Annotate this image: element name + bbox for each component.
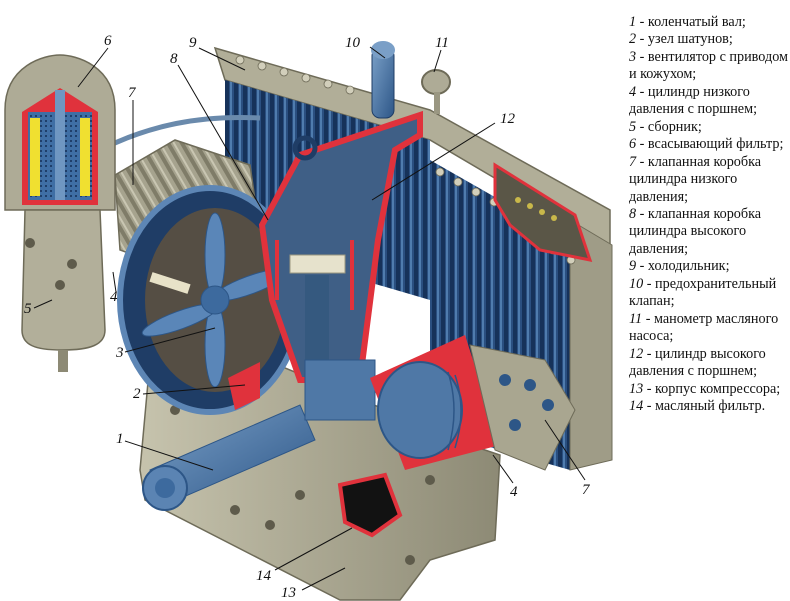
callout-3: 3	[116, 345, 124, 361]
legend-item-1: 1 - коленчатый вал;	[629, 14, 746, 30]
connecting-rods	[228, 359, 376, 421]
callout-11: 11	[435, 35, 449, 51]
legend-item-2: 2 - узел шатунов;	[629, 31, 733, 48]
callout-8: 8	[170, 51, 178, 67]
callout-1: 1	[116, 431, 124, 447]
oil-pump-manometer	[421, 69, 451, 114]
oil-filter	[337, 472, 403, 538]
callout-4-left: 4	[110, 289, 118, 305]
callout-5: 5	[24, 301, 32, 317]
callout-10: 10	[345, 35, 360, 51]
crankshaft	[142, 404, 316, 511]
legend-item-8: 8 - клапанная коробка цилиндра высокого …	[629, 205, 762, 257]
legend-item-4: 4 - цилиндр низкого давления с поршнем;	[629, 83, 758, 118]
safety-valve	[371, 41, 395, 119]
legend-item-10: 10 - предохранительный клапан;	[629, 275, 777, 310]
callout-6: 6	[104, 33, 112, 49]
legend-item-11: 11 - манометр масляного насоса;	[629, 310, 779, 345]
legend-item-5: 5 - сборник;	[629, 118, 702, 135]
callout-12: 12	[500, 111, 515, 127]
legend-item-3: 3 - вентилятор с приводом и кожухом;	[629, 48, 788, 83]
parts-legend: 1 - коленчатый вал; 2 - узел шатунов; 3 …	[629, 14, 790, 415]
callout-7-left: 7	[128, 85, 136, 101]
legend-item-9: 9 - холодильник;	[629, 258, 730, 275]
callout-9: 9	[189, 35, 197, 51]
collector	[21, 209, 106, 372]
legend-item-12: 12 - цилиндр высокого давления с поршнем…	[629, 345, 766, 380]
leader-lines	[33, 46, 586, 591]
callout-13: 13	[281, 585, 296, 601]
legend-item-7: 7 - клапанная коробка цилиндра низкого д…	[629, 153, 762, 205]
legend-item-14: 14 - масляный фильтр.	[629, 397, 766, 414]
callout-2: 2	[133, 386, 141, 402]
callout-14: 14	[256, 568, 271, 584]
high-pressure-cylinder-section	[258, 110, 423, 383]
intake-filter	[4, 54, 116, 211]
callout-7-right: 7	[582, 482, 590, 498]
callout-4-right: 4	[510, 484, 518, 500]
low-pressure-cylinder	[370, 335, 576, 471]
legend-item-6: 6 - всасывающий фильтр;	[629, 136, 784, 153]
legend-item-13: 13 - корпус компрессора;	[629, 380, 781, 397]
